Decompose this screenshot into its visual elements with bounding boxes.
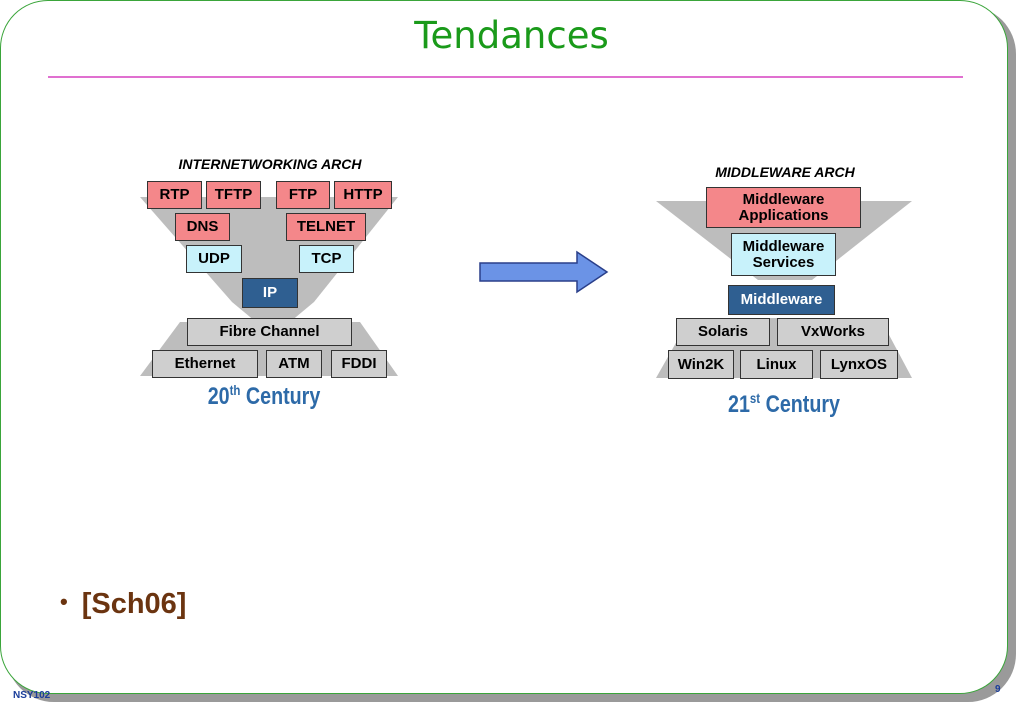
ip-box: IP [242,278,298,308]
slide-title: Tendances [414,14,609,57]
middleware-arch-heading: MIDDLEWARE ARCH [715,164,855,180]
transition-arrow [479,250,609,294]
bullet-dot: • [60,589,68,614]
fibre-channel-box: Fibre Channel [187,318,352,346]
internetworking-arch-heading: INTERNETWORKING ARCH [178,156,362,172]
win2k-box: Win2K [668,350,734,379]
telnet-box: TELNET [286,213,366,241]
http-box: HTTP [334,181,392,209]
century-20-label: 20th Century [207,382,321,410]
lynxos-box: LynxOS [820,350,898,379]
ethernet-box: Ethernet [152,350,258,378]
course-code-footer: NSY102 [13,690,51,701]
century-21-label: 21st Century [728,390,840,418]
tftp-box: TFTP [206,181,261,209]
vxworks-box: VxWorks [777,318,889,346]
atm-box: ATM [266,350,322,378]
solaris-box: Solaris [676,318,770,346]
rtp-box: RTP [147,181,202,209]
reference-text: [Sch06] [81,588,187,620]
reference-bullet: • [Sch06] [60,588,186,621]
middleware-services-box: Middleware Services [731,233,836,276]
page-number: 9 [995,684,1001,695]
middleware-applications-box: Middleware Applications [706,187,861,228]
linux-box: Linux [740,350,813,379]
fddi-box: FDDI [331,350,387,378]
middleware-box: Middleware [728,285,835,315]
udp-box: UDP [186,245,242,273]
ftp-box: FTP [276,181,330,209]
title-divider [48,76,963,78]
dns-box: DNS [175,213,230,241]
tcp-box: TCP [299,245,354,273]
